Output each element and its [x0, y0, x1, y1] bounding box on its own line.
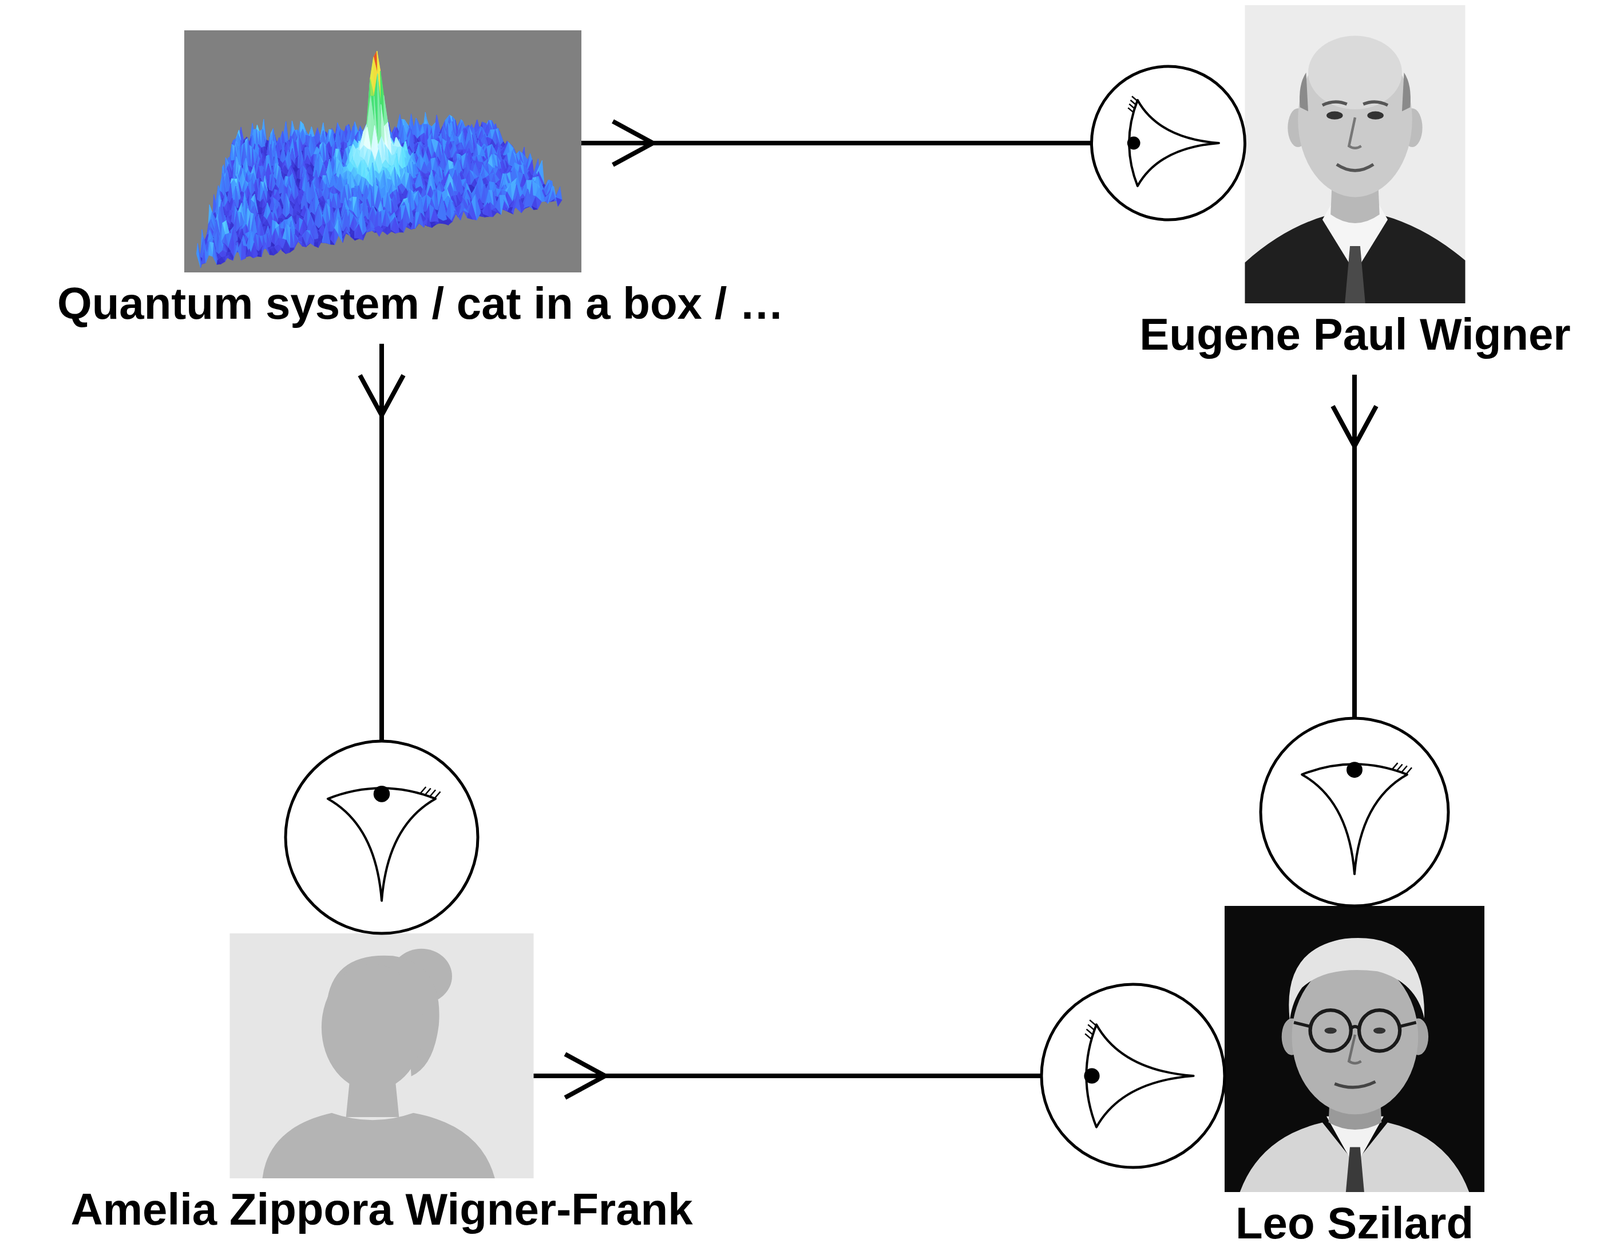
diagram-stage: Quantum system / cat in a box / …Eugene …: [0, 0, 1600, 1255]
